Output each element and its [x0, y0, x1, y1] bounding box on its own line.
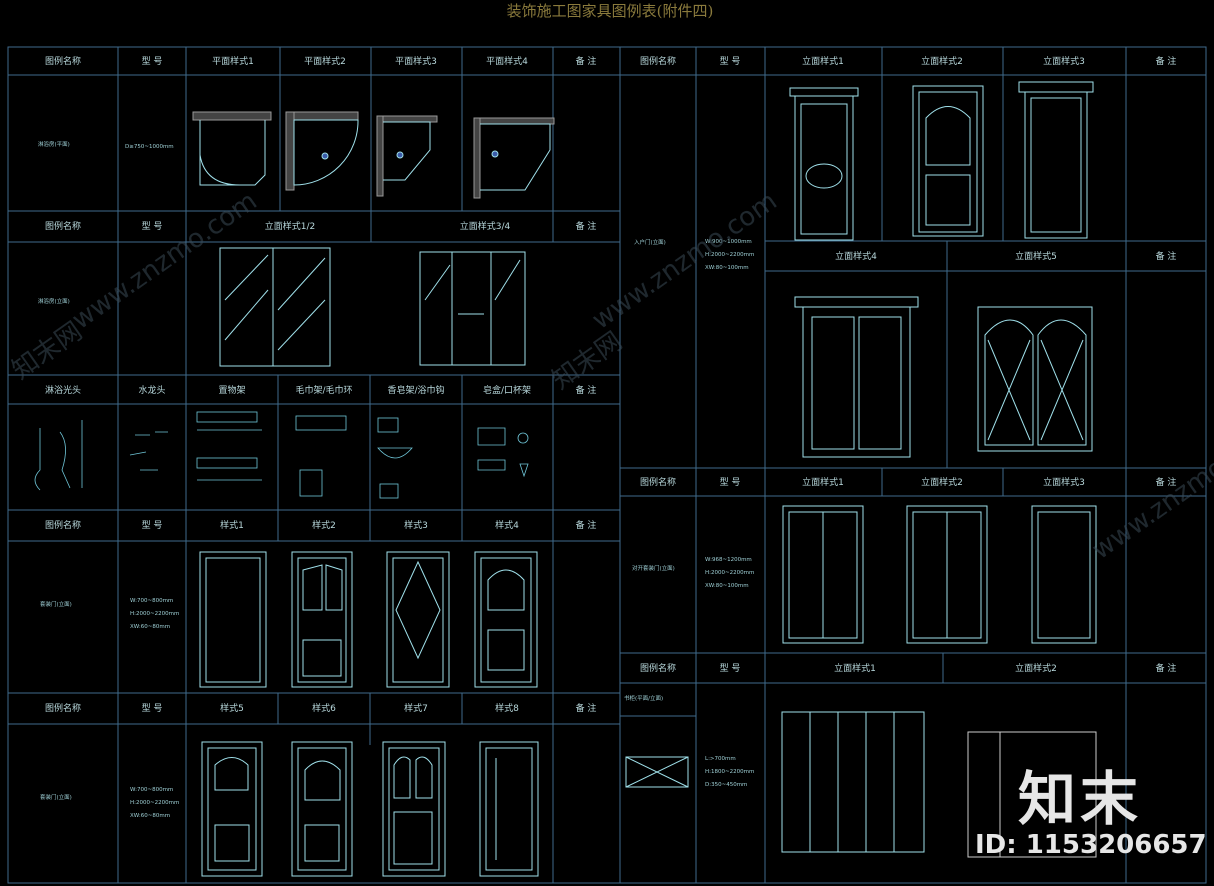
hdr-model-2: 型 号 — [142, 221, 163, 232]
model-entry-w: W:900~1000mm — [705, 239, 752, 245]
hdr-style6: 样式6 — [312, 702, 336, 714]
table-grid — [7, 46, 1207, 884]
label-door-b: 套装门(立面) — [40, 793, 72, 801]
hdr-model-3: 型 号 — [142, 520, 163, 531]
model-double-h: H:2000~2200mm — [705, 570, 754, 576]
hdr-style1: 样式1 — [220, 519, 244, 531]
hdr-note-r3: 备 注 — [1156, 476, 1177, 488]
hdr-style8: 样式8 — [495, 702, 519, 714]
label-double-door: 对开套装门(立面) — [632, 564, 675, 572]
hdr-note-r4: 备 注 — [1156, 662, 1177, 674]
model-door-b-d: XW:60~80mm — [130, 813, 170, 819]
label-entry-door: 入户门(立面) — [634, 238, 666, 246]
hdr-name-2: 图例名称 — [45, 220, 81, 232]
model-door-b-w: W:700~800mm — [130, 787, 173, 793]
logo-mark: 知末 — [1018, 765, 1143, 833]
hdr-name-r1: 图例名称 — [640, 55, 676, 67]
hdr-elev2-r3: 立面样式2 — [921, 476, 963, 488]
hdr-model-r1: 型 号 — [720, 56, 741, 67]
hdr-style4: 样式4 — [495, 519, 519, 531]
header-labels: 图例名称 型 号 平面样式1 平面样式2 平面样式3 平面样式4 备 注 图例名… — [45, 55, 1176, 714]
hdr-note-r2: 备 注 — [1156, 250, 1177, 262]
hdr-elev3-r1: 立面样式3 — [1043, 55, 1085, 67]
label-shower-elev: 淋浴房(立面) — [38, 297, 70, 305]
entry-door-drawings — [789, 81, 1094, 241]
hdr-note-r1: 备 注 — [1156, 55, 1177, 67]
hdr-plan1: 平面样式1 — [212, 55, 254, 67]
door-styles-a — [199, 551, 538, 688]
hdr-name-r3: 图例名称 — [640, 476, 676, 488]
hdr-note-2: 备 注 — [576, 220, 597, 232]
label-shower-plan: 淋浴房(平面) — [38, 140, 70, 148]
hdr-elev1-r4: 立面样式1 — [834, 662, 876, 674]
hdr-model: 型 号 — [142, 56, 163, 67]
hdr-model-r4: 型 号 — [720, 663, 741, 674]
model-cabinet-d: D:350~450mm — [705, 782, 747, 788]
hdr-note-4: 备 注 — [576, 519, 597, 531]
hdr-plan2: 平面样式2 — [304, 55, 346, 67]
hdr-soap: 香皂架/浴巾钩 — [387, 384, 444, 396]
hdr-elev12: 立面样式1/2 — [265, 220, 316, 232]
model-double-w: W:968~1200mm — [705, 557, 752, 563]
fixture-drawings — [34, 411, 529, 499]
hdr-plan3: 平面样式3 — [395, 55, 437, 67]
double-entry-doors — [794, 296, 1093, 458]
hdr-name-3: 图例名称 — [45, 519, 81, 531]
hdr-paper: 皂盒/口杯架 — [483, 384, 531, 396]
model-door-a-w: W:700~800mm — [130, 598, 173, 604]
hdr-towel: 毛巾架/毛巾环 — [295, 384, 352, 396]
hdr-faucet: 水龙头 — [138, 384, 165, 396]
hdr-style7: 样式7 — [404, 702, 428, 714]
hdr-elev2-r1: 立面样式2 — [921, 55, 963, 67]
row-labels: 淋浴房(平面) D≥750~1000mm 淋浴房(立面) 套装门(立面) W:7… — [38, 140, 754, 819]
cabinet-drawings — [625, 711, 1097, 858]
hdr-plan4: 平面样式4 — [486, 55, 528, 67]
watermark-text: www.znzmo.com — [587, 186, 783, 336]
hdr-note: 备 注 — [576, 55, 597, 67]
model-double-d: XW:80~100mm — [705, 583, 749, 589]
hdr-elev34: 立面样式3/4 — [460, 220, 511, 232]
model-entry-d: XW:80~100mm — [705, 265, 749, 271]
watermark-text: www.znzmo.com — [1087, 416, 1214, 566]
logo-id: ID: 1153206657 — [975, 830, 1207, 860]
hdr-name-4: 图例名称 — [45, 702, 81, 714]
model-cabinet-h: H:1800~2200mm — [705, 769, 754, 775]
hdr-note-3: 备 注 — [576, 384, 597, 396]
hdr-style3: 样式3 — [404, 519, 428, 531]
hdr-rack: 置物架 — [218, 384, 245, 396]
model-shower-plan: D≥750~1000mm — [125, 144, 174, 150]
label-door-a: 套装门(立面) — [40, 600, 72, 608]
shower-elevation-drawings — [219, 247, 526, 367]
model-door-a-h: H:2000~2200mm — [130, 611, 179, 617]
hdr-model-r3: 型 号 — [720, 477, 741, 488]
label-cabinet: 书柜(平面/立面) — [624, 694, 663, 702]
hdr-elev2-r4: 立面样式2 — [1015, 662, 1057, 674]
hdr-elev1-r3: 立面样式1 — [802, 476, 844, 488]
hdr-elev4: 立面样式4 — [835, 250, 877, 262]
hdr-style5: 样式5 — [220, 702, 244, 714]
hdr-elev5: 立面样式5 — [1015, 250, 1057, 262]
hdr-model-4: 型 号 — [142, 703, 163, 714]
model-entry-h: H:2000~2200mm — [705, 252, 754, 258]
hdr-style2: 样式2 — [312, 519, 336, 531]
watermark-text: www.znzmo.com — [67, 186, 263, 336]
hdr-name: 图例名称 — [45, 55, 81, 67]
hdr-shower: 淋浴光头 — [45, 384, 81, 396]
hdr-elev3-r3: 立面样式3 — [1043, 476, 1085, 488]
door-styles-b — [201, 741, 539, 877]
sheet-title: 装饰施工图家具图例表(附件四) — [507, 2, 714, 20]
double-door-drawings — [782, 505, 1097, 644]
shower-plan-drawings — [192, 111, 555, 199]
hdr-note-5: 备 注 — [576, 702, 597, 714]
model-cabinet-l: L:>700mm — [705, 756, 736, 762]
model-door-b-h: H:2000~2200mm — [130, 800, 179, 806]
model-door-a-d: XW:60~80mm — [130, 624, 170, 630]
hdr-name-r4: 图例名称 — [640, 662, 676, 674]
hdr-elev1-r1: 立面样式1 — [802, 55, 844, 67]
